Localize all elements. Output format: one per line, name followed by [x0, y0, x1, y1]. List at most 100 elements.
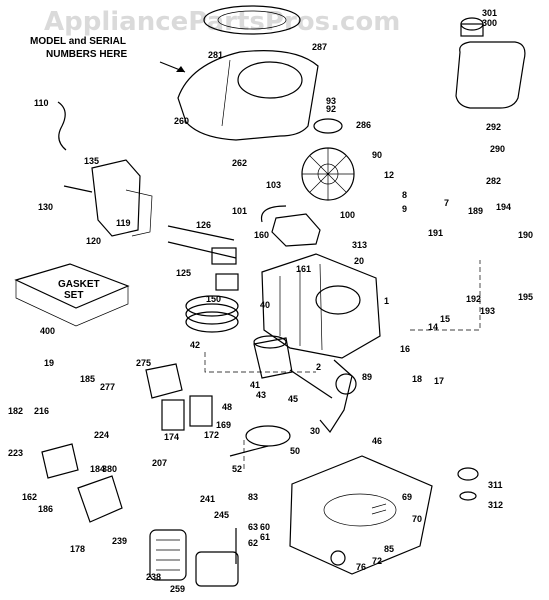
part-number-label: 110 [34, 98, 49, 108]
watermark: AppliancePartsPros.com [44, 7, 400, 37]
fuel-cap-body [460, 23, 484, 37]
part-number-label: 40 [260, 300, 270, 310]
part-number-label: 178 [70, 544, 85, 554]
cylinder-fins [279, 263, 323, 351]
callout-line-2: NUMBERS HERE [46, 49, 127, 60]
part-number-label: 18 [412, 374, 422, 384]
cylinder-bore [315, 285, 361, 315]
part-number-label: 45 [288, 394, 298, 404]
part-number-label: 277 [100, 382, 115, 392]
filter-element [149, 529, 187, 581]
filter-pleats [156, 539, 180, 571]
part-number-label: 43 [256, 390, 266, 400]
part-number-label: 241 [200, 494, 215, 504]
part-number-label: 125 [176, 268, 191, 278]
part-number-label: 287 [312, 42, 327, 52]
part-number-label: 101 [232, 206, 247, 216]
o-ring-312 [459, 491, 477, 501]
assembly-line-2 [410, 260, 481, 331]
part-number-label: 290 [490, 144, 505, 154]
callout-line-1: MODEL and SERIAL [30, 36, 126, 47]
blower-housing [177, 50, 319, 141]
part-number-label: 69 [402, 492, 412, 502]
part-number-label: 190 [518, 230, 533, 240]
part-number-label: 262 [232, 158, 247, 168]
part-number-label: 185 [80, 374, 95, 384]
part-number-label: 85 [384, 544, 394, 554]
part-number-label: 400 [40, 326, 55, 336]
crankshaft-counterweight [335, 373, 357, 395]
part-number-label: 83 [248, 492, 258, 502]
part-number-label: 172 [204, 430, 219, 440]
gasket-set-box-side [15, 280, 129, 327]
piston-ring-2 [185, 303, 239, 325]
part-number-label: 89 [362, 372, 372, 382]
part-number-label: 103 [266, 180, 281, 190]
part-number-label: 300 [482, 18, 497, 28]
part-number-label: 60 [260, 522, 270, 532]
cylinder-block [261, 253, 381, 359]
part-number-label: 70 [412, 514, 422, 524]
starter-cup [313, 118, 343, 134]
carburetor-lower [77, 475, 123, 523]
part-number-label: 119 [116, 218, 131, 228]
gasket-set-line-2: SET [64, 290, 83, 301]
part-number-label: 313 [352, 240, 367, 250]
blower-rib [221, 59, 231, 127]
oil-sump [289, 455, 433, 575]
part-number-label: 100 [340, 210, 355, 220]
part-number-label: 281 [208, 50, 223, 60]
part-number-label: 312 [488, 500, 503, 510]
part-number-label: 174 [164, 432, 179, 442]
sump-bore [323, 493, 397, 527]
carburetor-bracket [41, 443, 79, 479]
part-number-label: 193 [480, 306, 495, 316]
breather [145, 363, 183, 399]
valve-upper [167, 225, 235, 241]
callout-arrowhead [176, 66, 185, 72]
valve-spring-upper [211, 247, 237, 265]
muffler-259 [195, 551, 239, 587]
part-number-label: 41 [250, 380, 260, 390]
cam-lever [229, 445, 269, 457]
part-number-label: 126 [196, 220, 211, 230]
part-number-label: 224 [94, 430, 109, 440]
part-number-label: 160 [254, 230, 269, 240]
part-number-label: 311 [488, 480, 503, 490]
part-number-label: 301 [482, 8, 497, 18]
part-number-label: 12 [384, 170, 394, 180]
part-number-label: 192 [466, 294, 481, 304]
part-number-label: 380 [102, 464, 117, 474]
breather-cover-gasket [189, 395, 213, 427]
part-number-label: 92 [326, 104, 336, 114]
part-number-label: 7 [444, 198, 449, 208]
assembly-line-1 [204, 352, 316, 373]
part-number-label: 207 [152, 458, 167, 468]
part-number-label: 238 [146, 572, 161, 582]
part-number-label: 282 [486, 176, 501, 186]
ignition-module [271, 213, 321, 247]
valve-lower [167, 241, 237, 259]
part-number-label: 161 [296, 264, 311, 274]
part-number-label: 63 [248, 522, 258, 532]
part-number-label: 15 [440, 314, 450, 324]
part-number-label: 182 [8, 406, 23, 416]
part-number-label: 52 [232, 464, 242, 474]
cam-gear [245, 425, 291, 447]
piston-ring-3 [185, 295, 239, 317]
part-number-label: 275 [136, 358, 151, 368]
part-number-label: 184 [90, 464, 105, 474]
part-number-label: 1 [384, 296, 389, 306]
flywheel-fins [302, 148, 354, 200]
part-number-label: 42 [190, 340, 200, 350]
gasket-set-line-1: GASKET [58, 279, 100, 290]
part-number-label: 135 [84, 156, 99, 166]
part-number-label: 162 [22, 492, 37, 502]
part-number-label: 72 [372, 556, 382, 566]
carburetor-gasket [125, 189, 153, 237]
part-number-label: 186 [38, 504, 53, 514]
dipstick-cap-311 [457, 467, 479, 481]
part-number-label: 286 [356, 120, 371, 130]
